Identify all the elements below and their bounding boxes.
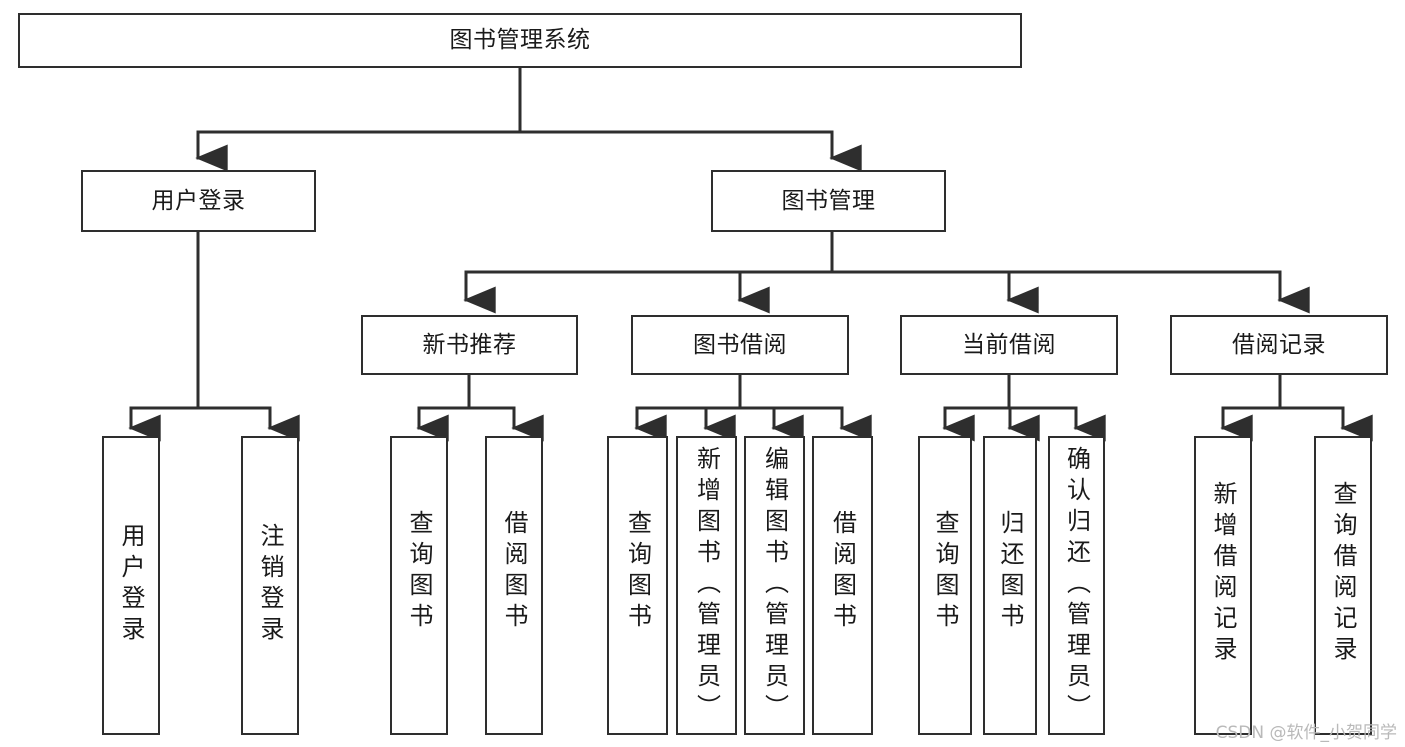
node-root-system[interactable]: 图书管理系统: [18, 13, 1022, 68]
leaf-user-login[interactable]: 用户登录: [102, 436, 160, 735]
node-book-management[interactable]: 图书管理: [711, 170, 946, 232]
leaf-query-book-borrow[interactable]: 查询图书: [607, 436, 668, 735]
node-label: 注销登录: [256, 523, 284, 647]
leaf-query-book-recommend[interactable]: 查询图书: [390, 436, 448, 735]
node-current-borrow[interactable]: 当前借阅: [900, 315, 1118, 375]
node-user-login[interactable]: 用户登录: [81, 170, 316, 232]
node-label: 图书管理: [781, 187, 876, 214]
node-label: 新增借阅记录: [1209, 481, 1237, 667]
node-label: 借阅图书: [500, 510, 528, 634]
node-label: 当前借阅: [962, 331, 1056, 358]
node-label: 新增图书（管理员）: [692, 446, 721, 725]
node-label: 查询图书: [931, 510, 959, 634]
node-label: 查询图书: [405, 510, 433, 634]
node-label: 新书推荐: [422, 331, 517, 358]
node-label: 图书管理系统: [449, 27, 591, 54]
node-label: 查询图书: [623, 510, 652, 634]
leaf-logout[interactable]: 注销登录: [241, 436, 299, 735]
node-label: 确认归还（管理员）: [1062, 446, 1091, 725]
leaf-query-book-current[interactable]: 查询图书: [918, 436, 972, 735]
node-label: 借阅记录: [1232, 331, 1326, 358]
node-label: 图书借阅: [693, 331, 787, 358]
node-borrow-record[interactable]: 借阅记录: [1170, 315, 1388, 375]
node-label: 查询借阅记录: [1329, 481, 1357, 667]
node-label: 借阅图书: [828, 510, 857, 634]
node-label: 归还图书: [996, 510, 1024, 634]
csdn-watermark: CSDN @软件_小贺同学: [1215, 723, 1397, 743]
leaf-borrow-book[interactable]: 借阅图书: [812, 436, 873, 735]
node-book-borrow[interactable]: 图书借阅: [631, 315, 849, 375]
leaf-add-book-admin[interactable]: 新增图书（管理员）: [676, 436, 737, 735]
leaf-return-book[interactable]: 归还图书: [983, 436, 1037, 735]
leaf-confirm-return-admin[interactable]: 确认归还（管理员）: [1048, 436, 1105, 735]
leaf-edit-book-admin[interactable]: 编辑图书（管理员）: [744, 436, 805, 735]
leaf-borrow-book-recommend[interactable]: 借阅图书: [485, 436, 543, 735]
node-label: 用户登录: [117, 523, 145, 647]
leaf-add-borrow-record[interactable]: 新增借阅记录: [1194, 436, 1252, 735]
leaf-query-borrow-record[interactable]: 查询借阅记录: [1314, 436, 1372, 735]
node-label: 编辑图书（管理员）: [760, 446, 789, 725]
node-new-book-recommend[interactable]: 新书推荐: [361, 315, 578, 375]
node-label: 用户登录: [151, 187, 246, 214]
